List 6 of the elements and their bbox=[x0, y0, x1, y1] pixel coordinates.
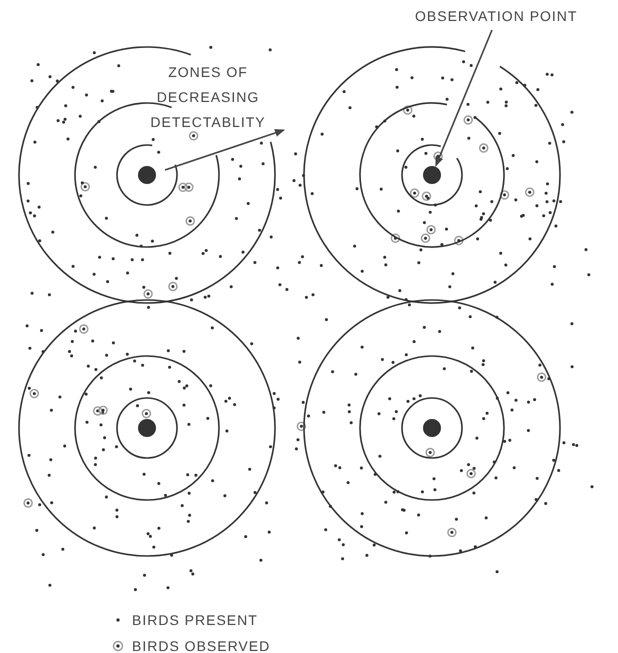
legend-label: BIRDS PRESENT bbox=[132, 611, 258, 630]
legend-label: BIRDS OBSERVED bbox=[132, 637, 270, 653]
observation-point-dot bbox=[423, 166, 441, 184]
zone-label: ZONES OF DECREASING DETECTABLITY bbox=[149, 63, 267, 132]
callout-label: OBSERVATION POINT bbox=[415, 4, 578, 29]
leader-line bbox=[435, 30, 493, 167]
